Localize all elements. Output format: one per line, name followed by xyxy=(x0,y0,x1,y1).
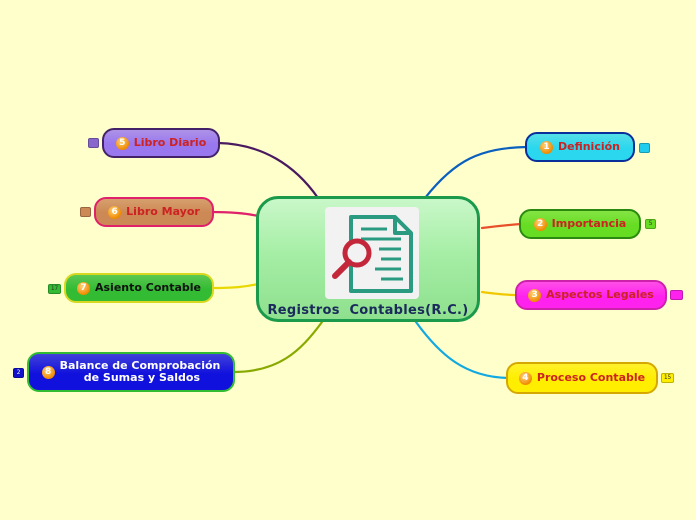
topic-label: Libro Diario xyxy=(133,136,207,149)
topic-number-badge: 6 xyxy=(108,205,122,219)
topic-number-badge: 1 xyxy=(539,140,553,154)
topic-label: Libro Mayor xyxy=(126,205,200,218)
topic-label: Balance de Comprobación de Sumas y Saldo… xyxy=(59,359,221,384)
topic-notes-badge[interactable]: 2 xyxy=(13,368,24,378)
topic-number-badge: 7 xyxy=(76,281,90,295)
central-title: Registros Contables(R.C.) xyxy=(267,303,469,318)
connector-importancia xyxy=(480,222,523,230)
topic-notes-badge[interactable] xyxy=(639,143,650,153)
topic-definicion[interactable]: 1 Definición xyxy=(525,132,635,162)
connector-libro-diario xyxy=(216,141,320,200)
connector-proceso-contable xyxy=(414,320,510,380)
topic-notes-badge[interactable] xyxy=(80,207,91,217)
topic-number-badge: 2 xyxy=(533,217,547,231)
connector-libro-mayor xyxy=(210,210,260,218)
topic-number-badge: 8 xyxy=(41,365,55,379)
topic-proceso-contable[interactable]: 4 Proceso Contable xyxy=(506,362,658,394)
topic-aspectos-legales[interactable]: 3 Aspectos Legales xyxy=(515,280,667,310)
topic-label: Proceso Contable xyxy=(536,371,646,384)
topic-label: Importancia xyxy=(551,217,627,230)
topic-asiento-contable[interactable]: 7 Asiento Contable xyxy=(64,273,214,303)
topic-libro-mayor[interactable]: 6 Libro Mayor xyxy=(94,197,214,227)
topic-label: Aspectos Legales xyxy=(546,288,654,301)
topic-number-badge: 3 xyxy=(528,288,542,302)
topic-notes-badge[interactable]: 15 xyxy=(661,373,674,383)
topic-importancia[interactable]: 2 Importancia xyxy=(519,209,641,239)
document-magnifier-icon xyxy=(325,207,419,299)
topic-notes-badge[interactable]: 17 xyxy=(48,284,61,294)
connector-definicion xyxy=(423,145,529,200)
topic-notes-badge[interactable] xyxy=(88,138,99,148)
topic-label: Definición xyxy=(557,140,621,153)
topic-number-badge: 5 xyxy=(115,136,129,150)
connector-aspectos-legales xyxy=(480,290,519,297)
topic-label: Asiento Contable xyxy=(94,281,201,294)
topic-notes-badge[interactable]: 5 xyxy=(645,219,656,229)
topic-libro-diario[interactable]: 5 Libro Diario xyxy=(102,128,220,158)
connector-asiento-contable xyxy=(210,282,260,290)
topic-number-badge: 4 xyxy=(518,371,532,385)
topic-notes-badge[interactable] xyxy=(670,290,683,300)
topic-balance-comprobacion[interactable]: 8 Balance de Comprobación de Sumas y Sal… xyxy=(27,352,235,392)
central-topic[interactable]: Registros Contables(R.C.) xyxy=(256,196,480,322)
connector-balance xyxy=(231,320,324,374)
